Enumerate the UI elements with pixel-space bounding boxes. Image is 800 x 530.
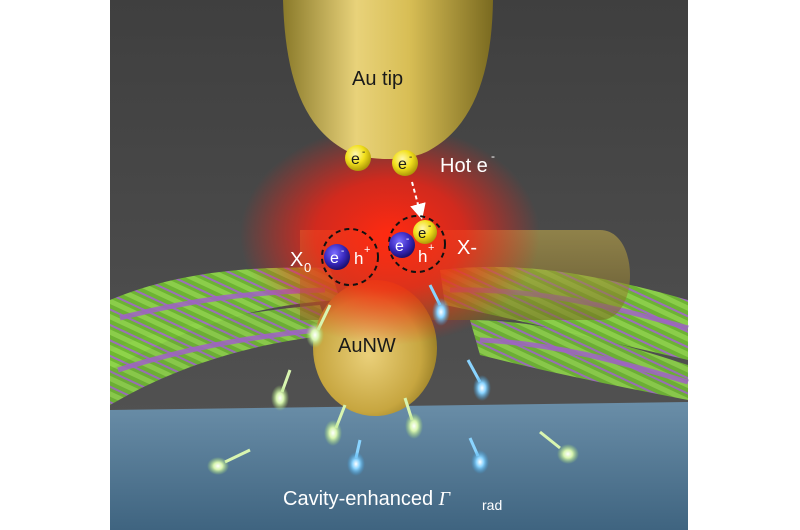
photon-green [403, 397, 423, 439]
label-x-minus: X- [457, 237, 477, 259]
electron-sup: - [406, 234, 409, 245]
electron-label: e [398, 156, 407, 173]
hole-label: h [354, 249, 363, 268]
hot-electron-1: e - [345, 145, 371, 171]
label-cavity-main: Cavity-enhanced Γ [283, 488, 452, 510]
trion-x-minus: e - e - h + [388, 215, 446, 273]
plasmon-glow [240, 125, 540, 345]
label-au-nw: AuNW [338, 335, 396, 357]
photon-green [324, 404, 347, 446]
label-au-tip: Au tip [352, 68, 403, 90]
electron-label: e [418, 225, 426, 242]
au-tip [283, 0, 493, 159]
electron-label: e [395, 238, 404, 255]
label-hot-electron: Hot e [440, 155, 488, 177]
photon-blue [347, 439, 365, 476]
electron-transfer-arrow [410, 181, 426, 220]
label-cavity: Cavity-enhanced Γ rad [283, 488, 502, 513]
hole-label: h [418, 247, 427, 266]
electron-label: e [351, 151, 360, 168]
hot-electron-2: e - [392, 150, 418, 176]
photon-green [271, 369, 292, 411]
label-hot-electron-sup: - [491, 149, 495, 163]
electron-sup: - [428, 221, 431, 232]
photon-green [207, 448, 251, 475]
label-cavity-sub: rad [482, 497, 502, 513]
exciton-x0: e - h + [321, 228, 379, 286]
electron-sup: - [341, 246, 344, 257]
photon-green [539, 430, 579, 464]
substrate [110, 402, 688, 530]
electron-sup: - [409, 152, 412, 163]
photon-blue [468, 437, 489, 474]
hole-sup: + [364, 244, 370, 256]
hole-sup: + [428, 242, 434, 254]
photon-blue [428, 284, 450, 326]
photons [207, 284, 579, 476]
electron-sup: - [362, 147, 365, 158]
electron-label: e [330, 250, 339, 267]
label-x0: X [290, 249, 303, 271]
photon-blue [466, 359, 491, 401]
label-x0-sub: 0 [304, 260, 311, 275]
photon-green [306, 304, 332, 348]
